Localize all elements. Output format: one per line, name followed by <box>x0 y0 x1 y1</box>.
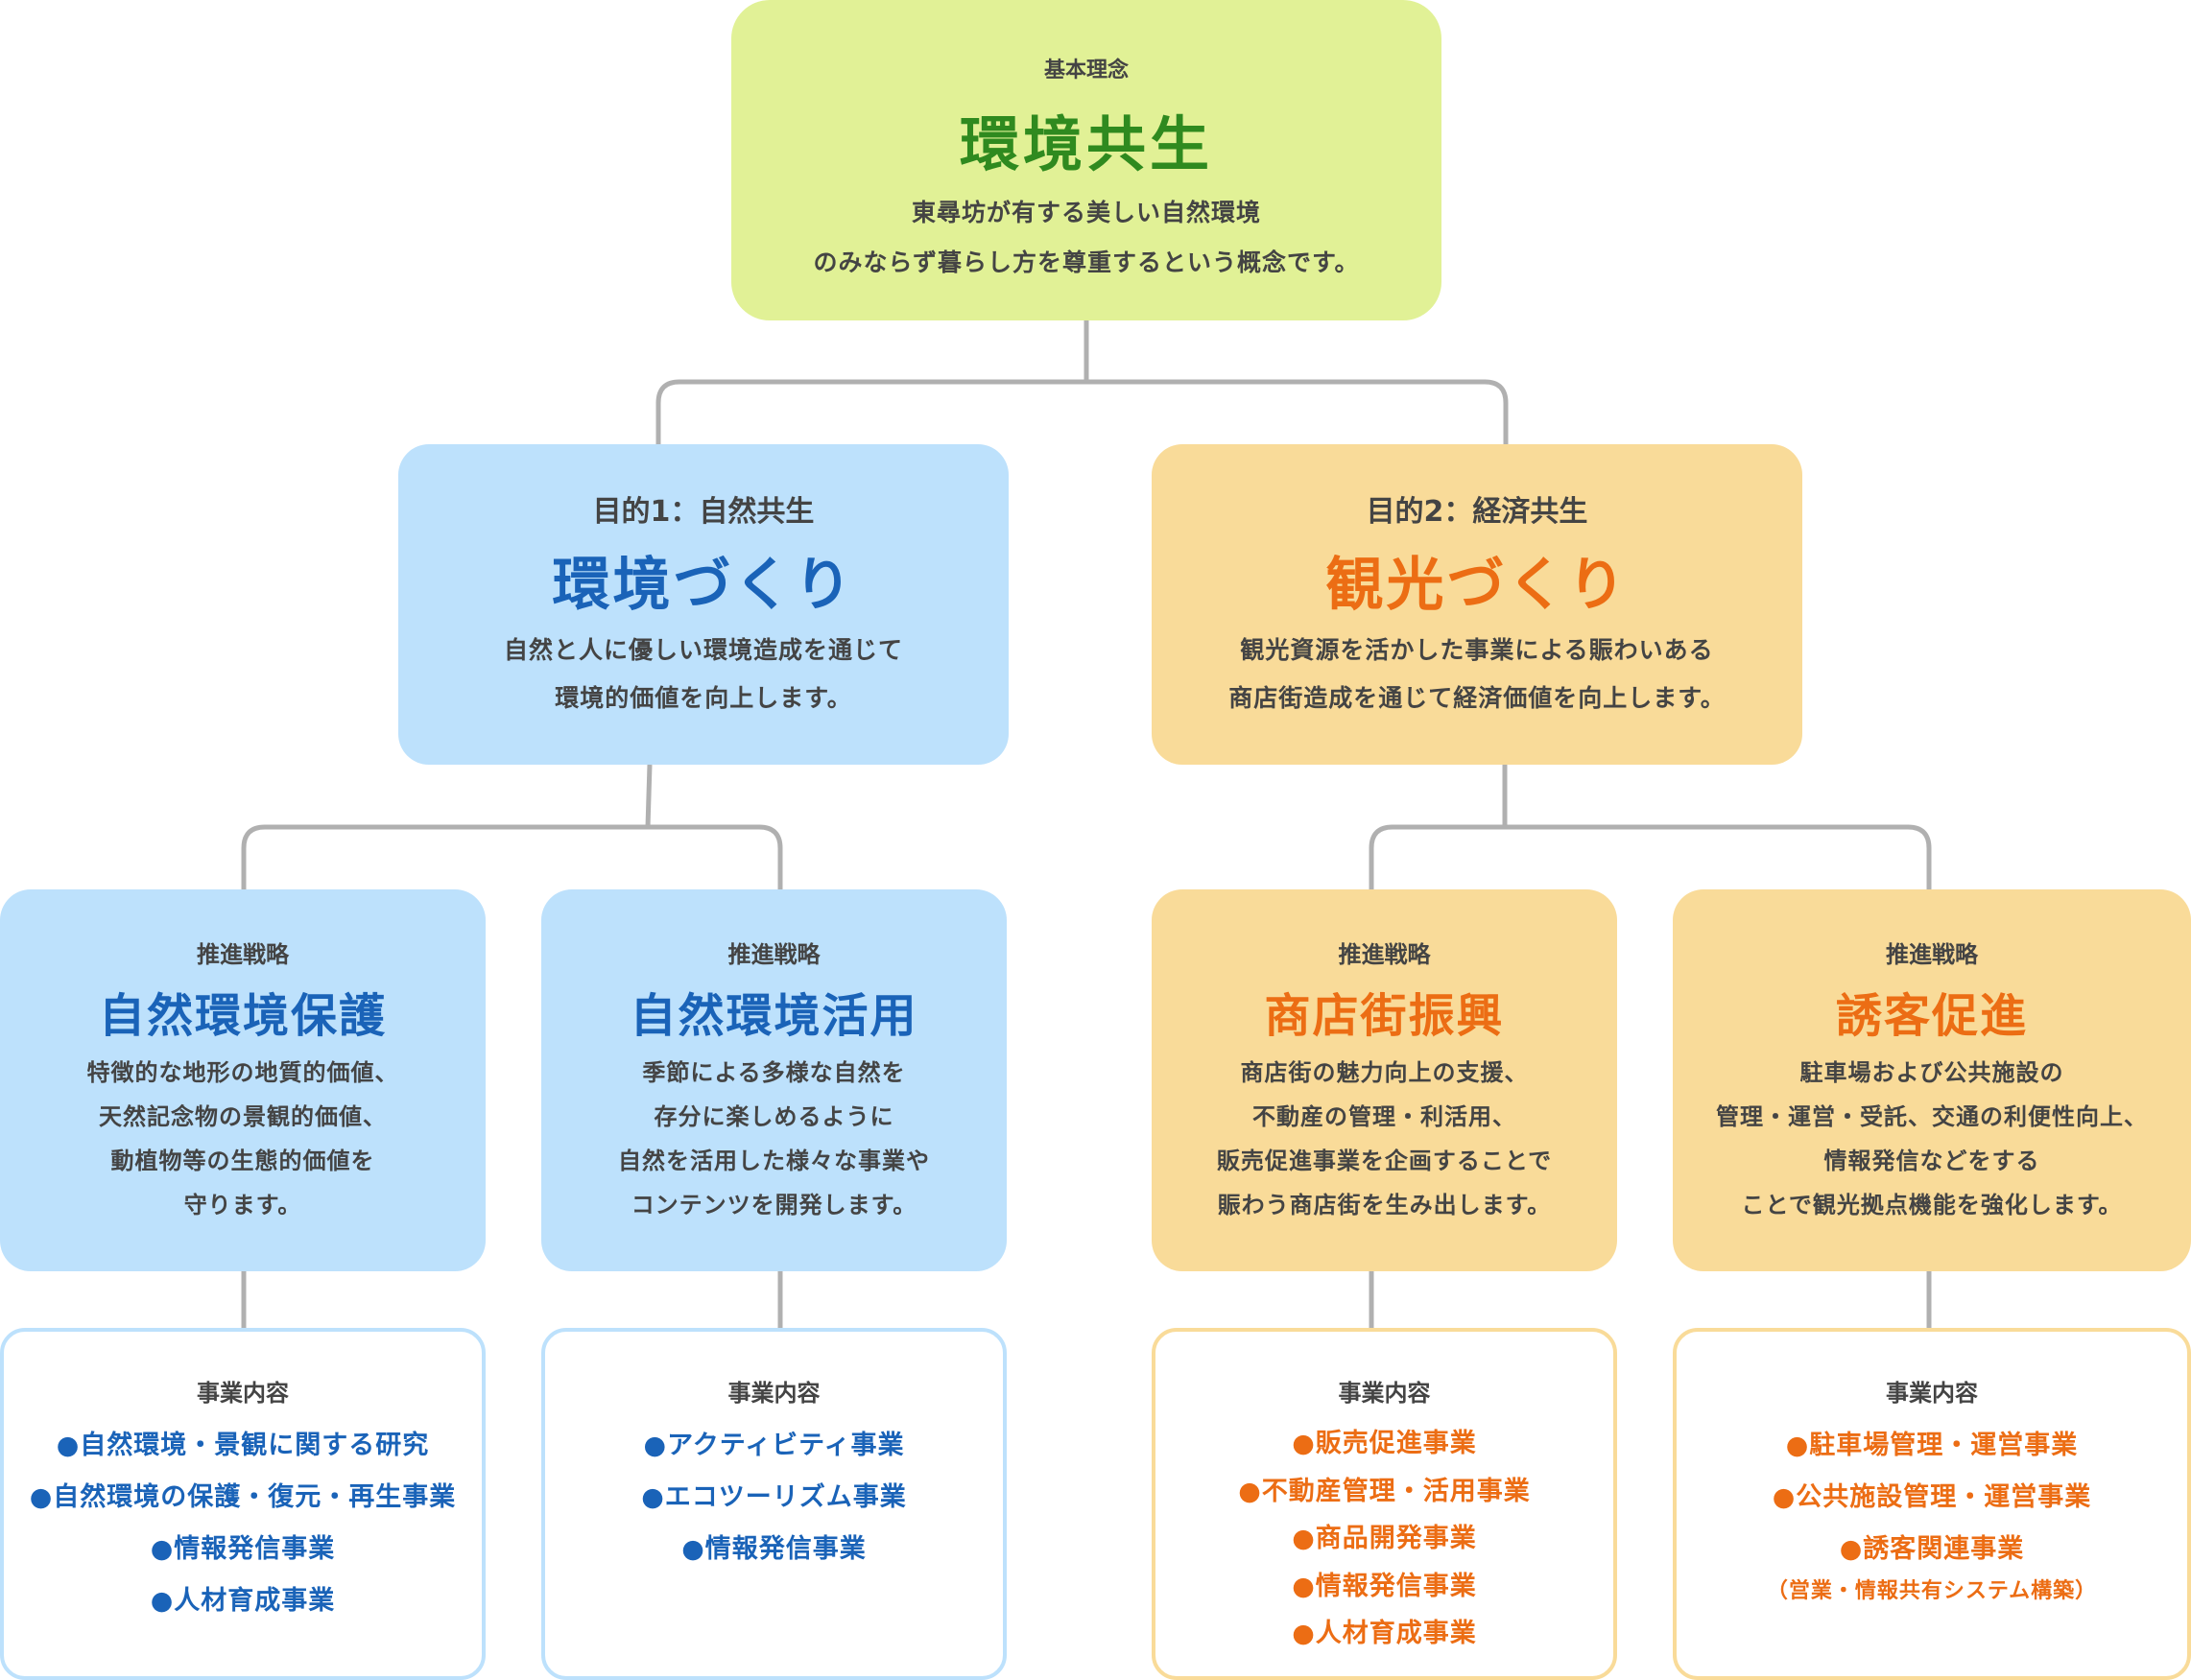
purpose-description: 観光資源を活かした事業による賑わいある 商店街造成を通じて経済価値を向上します。 <box>1152 627 1802 722</box>
business-item: ●駐車場管理・運営事業 <box>1785 1431 2079 1460</box>
connector-purpose2-branch <box>1369 824 1932 889</box>
business-list: ●販売促進事業 ●不動産管理・活用事業 ●商品開発事業 ●情報発信事業 ●人材育… <box>1155 1420 1613 1658</box>
strategy-desc-line: 販売促進事業を企画することで <box>1216 1148 1553 1174</box>
strategy-desc-line: 特徴的な地形の地質的価値、 <box>86 1059 399 1086</box>
strategy-description: 季節による多様な自然を 存分に楽しめるように 自然を活用した様々な事業や コンテ… <box>541 1051 1007 1227</box>
strategy-desc-line: 賑わう商店街を生み出します。 <box>1217 1192 1552 1219</box>
connector-purpose1-branch <box>241 824 783 889</box>
business-kicker: 事業内容 <box>1886 1380 1978 1407</box>
business-item: ●公共施設管理・運営事業 <box>1772 1482 2092 1512</box>
strategy-kicker: 推進戦略 <box>727 941 821 968</box>
strategy-title: 商店街振興 <box>1264 989 1505 1043</box>
strategy-desc-line: 不動産の管理・利活用、 <box>1252 1103 1516 1130</box>
business-item: ●情報発信事業 <box>1292 1571 1477 1601</box>
strategy-kicker: 推進戦略 <box>197 941 289 968</box>
business-box-visitor-attraction: 事業内容 ●駐車場管理・運営事業 ●公共施設管理・運営事業 ●誘客関連事業 （営… <box>1673 1328 2191 1680</box>
strategy-description: 特徴的な地形の地質的価値、 天然記念物の景観的価値、 動植物等の生態的価値を 守… <box>0 1051 486 1227</box>
business-item-note: （営業・情報共有システム構築） <box>1766 1579 2098 1603</box>
strategy-desc-line: 動植物等の生態的価値を <box>110 1148 375 1174</box>
business-kicker: 事業内容 <box>197 1380 289 1407</box>
strategy-description: 駐車場および公共施設の 管理・運営・受託、交通の利便性向上、 情報発信などをする… <box>1673 1051 2191 1227</box>
purpose-desc-line: 商店街造成を通じて経済価値を向上します。 <box>1228 684 1726 712</box>
business-item: ●自然環境・景観に関する研究 <box>56 1431 430 1460</box>
purpose-kicker: 目的2：経済共生 <box>1366 495 1588 529</box>
purpose-box-tourism: 目的2：経済共生 観光づくり 観光資源を活かした事業による賑わいある 商店街造成… <box>1152 444 1802 765</box>
purpose-desc-line: 観光資源を活かした事業による賑わいある <box>1240 636 1714 664</box>
root-philosophy-box: 基本理念 環境共生 東尋坊が有する美しい自然環境 のみならず暮らし方を尊重すると… <box>731 0 1441 320</box>
business-box-nature-utilization: 事業内容 ●アクティビティ事業 ●エコツーリズム事業 ●情報発信事業 <box>541 1328 1007 1680</box>
purpose-desc-line: 自然と人に優しい環境造成を通じて <box>503 636 903 664</box>
business-item: ●情報発信事業 <box>681 1534 867 1564</box>
business-item: ●エコツーリズム事業 <box>641 1482 907 1512</box>
strategy-desc-line: 天然記念物の景観的価値、 <box>99 1103 387 1130</box>
strategy-title: 自然環境保護 <box>98 989 387 1043</box>
purpose-kicker: 目的1：自然共生 <box>592 495 815 529</box>
business-item: ●アクティビティ事業 <box>643 1431 905 1460</box>
business-list: ●駐車場管理・運営事業 ●公共施設管理・運営事業 ●誘客関連事業 （営業・情報共… <box>1677 1420 2187 1608</box>
strategy-box-shopping-street: 推進戦略 商店街振興 商店街の魅力向上の支援、 不動産の管理・利活用、 販売促進… <box>1152 889 1617 1271</box>
strategy-box-visitor-attraction: 推進戦略 誘客促進 駐車場および公共施設の 管理・運営・受託、交通の利便性向上、… <box>1673 889 2191 1271</box>
strategy-box-nature-utilization: 推進戦略 自然環境活用 季節による多様な自然を 存分に楽しめるように 自然を活用… <box>541 889 1007 1271</box>
business-item: ●人材育成事業 <box>1292 1619 1477 1648</box>
business-item: ●販売促進事業 <box>1292 1429 1477 1458</box>
purpose-description: 自然と人に優しい環境造成を通じて 環境的価値を向上します。 <box>398 627 1009 722</box>
business-item: ●不動産管理・活用事業 <box>1238 1476 1531 1506</box>
strategy-desc-line: コンテンツを開発します。 <box>631 1192 917 1219</box>
strategy-desc-line: 管理・運営・受託、交通の利便性向上、 <box>1716 1103 2148 1130</box>
business-list: ●アクティビティ事業 ●エコツーリズム事業 ●情報発信事業 <box>545 1420 1003 1575</box>
root-title: 環境共生 <box>959 109 1213 179</box>
strategy-box-nature-protection: 推進戦略 自然環境保護 特徴的な地形の地質的価値、 天然記念物の景観的価値、 動… <box>0 889 486 1271</box>
strategy-desc-line: ことで観光拠点機能を強化します。 <box>1741 1192 2123 1219</box>
strategy-desc-line: 情報発信などをする <box>1823 1148 2040 1174</box>
business-kicker: 事業内容 <box>1338 1380 1431 1407</box>
strategy-desc-line: 守ります。 <box>183 1192 302 1219</box>
business-kicker: 事業内容 <box>727 1380 821 1407</box>
strategy-desc-line: 自然を活用した様々な事業や <box>618 1148 930 1174</box>
business-item: ●誘客関連事業 <box>1839 1534 2025 1564</box>
strategy-title: 自然環境活用 <box>630 989 918 1043</box>
strategy-desc-line: 商店街の魅力向上の支援、 <box>1240 1059 1529 1086</box>
root-kicker: 基本理念 <box>1043 59 1129 83</box>
business-item: ●情報発信事業 <box>150 1534 336 1564</box>
business-list: ●自然環境・景観に関する研究 ●自然環境の保護・復元・再生事業 ●情報発信事業 … <box>4 1420 482 1627</box>
business-item: ●人材育成事業 <box>150 1586 336 1616</box>
business-item: ●商品開発事業 <box>1292 1524 1477 1553</box>
connector-purpose1-down <box>645 764 653 828</box>
strategy-kicker: 推進戦略 <box>1338 941 1431 968</box>
purpose-title: 環境づくり <box>552 552 855 619</box>
strategy-desc-line: 存分に楽しめるように <box>654 1103 894 1130</box>
business-box-nature-protection: 事業内容 ●自然環境・景観に関する研究 ●自然環境の保護・復元・再生事業 ●情報… <box>0 1328 486 1680</box>
business-item: ●自然環境の保護・復元・再生事業 <box>29 1482 457 1512</box>
purpose-desc-line: 環境的価値を向上します。 <box>555 684 852 712</box>
business-box-shopping-street: 事業内容 ●販売促進事業 ●不動産管理・活用事業 ●商品開発事業 ●情報発信事業… <box>1152 1328 1617 1680</box>
purpose-box-environment: 目的1：自然共生 環境づくり 自然と人に優しい環境造成を通じて 環境的価値を向上… <box>398 444 1009 765</box>
root-description: 東尋坊が有する美しい自然環境 のみならず暮らし方を尊重するという概念です。 <box>731 188 1441 288</box>
connector-root-branch <box>655 379 1509 444</box>
strategy-description: 商店街の魅力向上の支援、 不動産の管理・利活用、 販売促進事業を企画することで … <box>1152 1051 1617 1227</box>
purpose-title: 観光づくり <box>1325 552 1629 619</box>
strategy-desc-line: 駐車場および公共施設の <box>1799 1059 2064 1086</box>
root-desc-line: 東尋坊が有する美しい自然環境 <box>911 199 1261 226</box>
root-desc-line: のみならず暮らし方を尊重するという概念です。 <box>813 248 1360 276</box>
strategy-kicker: 推進戦略 <box>1886 941 1978 968</box>
strategy-desc-line: 季節による多様な自然を <box>642 1059 906 1086</box>
strategy-title: 誘客促進 <box>1835 989 2028 1043</box>
